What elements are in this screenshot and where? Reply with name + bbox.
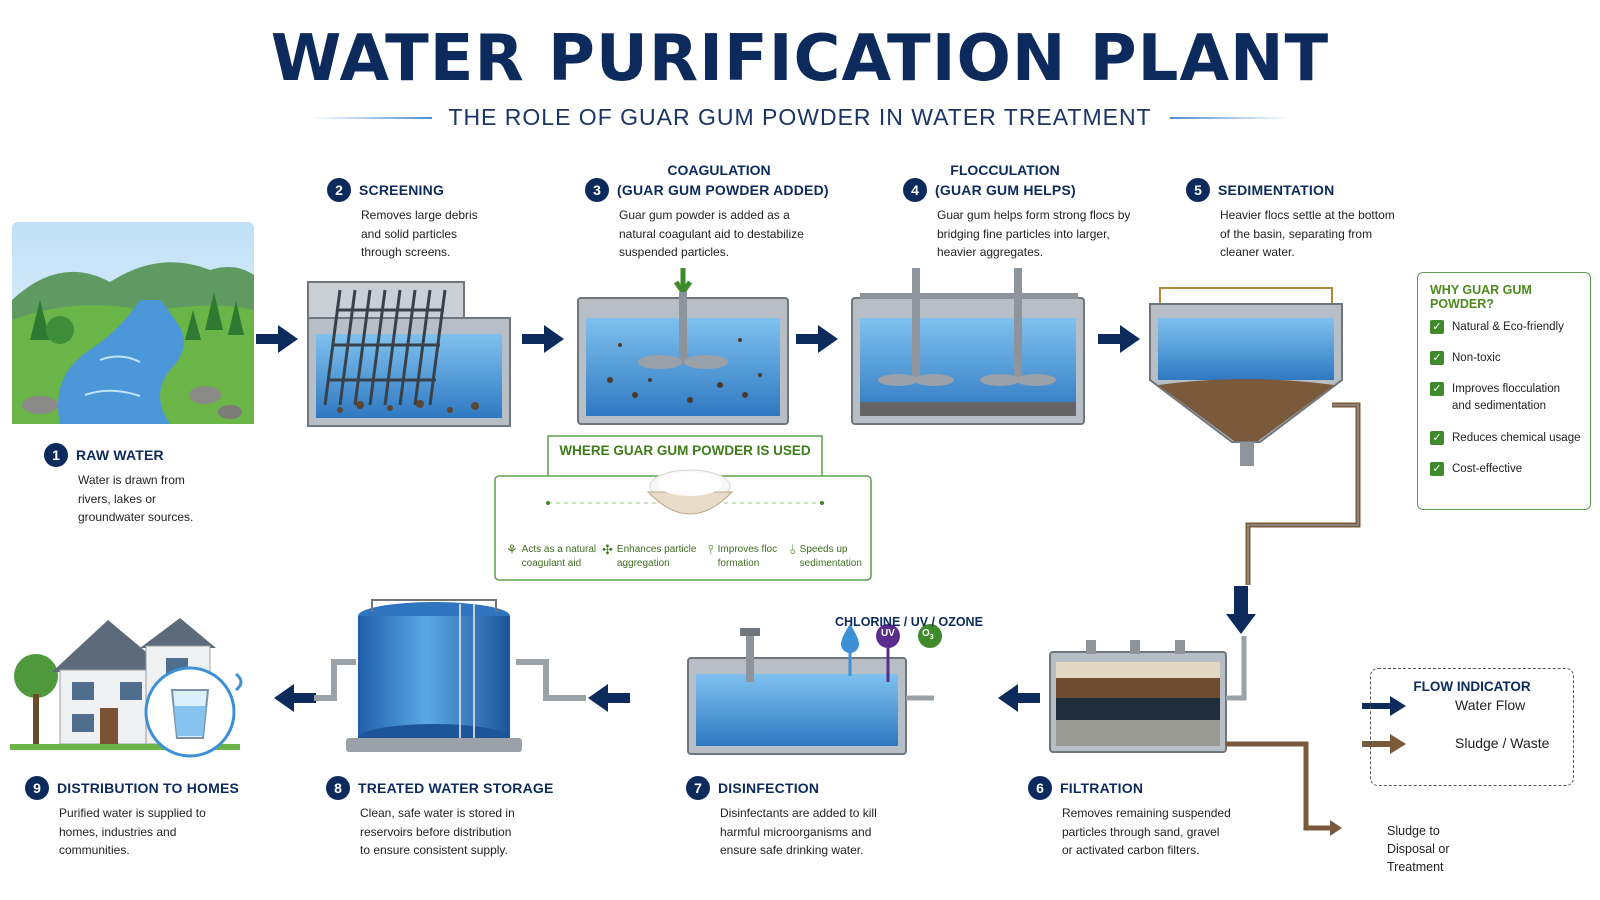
- step-flocculation: 4 (GUAR GUM HELPS): [903, 178, 1076, 202]
- check-icon: ✓: [1430, 382, 1444, 396]
- ozone-icon: O3: [922, 628, 934, 641]
- down-icon: ⫰: [790, 542, 796, 557]
- step-title: DISTRIBUTION TO HOMES: [57, 780, 240, 796]
- why-item: ✓Reduces chemical usage: [1430, 430, 1581, 447]
- step-coagulation: 3 (GUAR GUM POWDER ADDED): [585, 178, 829, 202]
- step-number: 7: [686, 776, 710, 800]
- step-filtration: 6 FILTRATION: [1028, 776, 1144, 800]
- check-icon: ✓: [1430, 431, 1444, 445]
- pin-icon: ⫯: [708, 542, 714, 557]
- filtration-tank: [1049, 636, 1342, 836]
- flow-arrows-bottom: [274, 684, 1040, 712]
- flow-legend-arrows: [1362, 696, 1406, 754]
- step-distribution: 9 DISTRIBUTION TO HOMES: [25, 776, 240, 800]
- subtitle-rule-left: [312, 117, 432, 119]
- step-storage: 8 TREATED WATER STORAGE: [326, 776, 554, 800]
- why-title: WHY GUAR GUM POWDER?: [1430, 283, 1532, 311]
- step-title: RAW WATER: [76, 447, 164, 463]
- step-title: SEDIMENTATION: [1218, 182, 1335, 198]
- step-number: 3: [585, 178, 609, 202]
- page-subtitle: THE ROLE OF GUAR GUM POWDER IN WATER TRE…: [448, 104, 1152, 130]
- flow-arrows-top: [256, 325, 1140, 353]
- step-title: (GUAR GUM POWDER ADDED): [617, 182, 829, 198]
- step-title: DISINFECTION: [718, 780, 820, 796]
- step-raw-water: 1 RAW WATER: [44, 443, 164, 467]
- why-item: ✓Cost-effective: [1430, 461, 1522, 478]
- check-icon: ✓: [1430, 320, 1444, 334]
- step-number: 4: [903, 178, 927, 202]
- flow-legend-title: FLOW INDICATOR: [1413, 679, 1531, 694]
- screening-tank: [307, 281, 511, 427]
- why-guar-gum-panel: WHY GUAR GUM POWDER? ✓Natural & Eco-frie…: [1417, 272, 1591, 510]
- step-number: 9: [25, 776, 49, 800]
- guar-gum-usage-title: WHERE GUAR GUM POWDER IS USED: [559, 443, 811, 458]
- sedimentation-tank: [1149, 287, 1361, 585]
- coagulation-tank: [577, 268, 789, 425]
- step-number: 8: [326, 776, 350, 800]
- uv-icon: UV: [881, 628, 895, 639]
- step-title: FILTRATION: [1060, 780, 1144, 796]
- legend-water-flow: Water Flow: [1455, 697, 1526, 713]
- river-landscape-image: [12, 222, 254, 424]
- flocculation-tank: [851, 268, 1085, 425]
- step-coagulation-title-top: COAGULATION: [667, 162, 771, 178]
- subtitle-rule-right: [1170, 117, 1290, 119]
- page-title: WATER PURIFICATION PLANT: [270, 22, 1330, 96]
- step-title: SCREENING: [359, 182, 445, 198]
- tree-icon: ⚘: [506, 542, 518, 557]
- house-illustration: [10, 618, 243, 758]
- disinfectant-label: CHLORINE / UV / OZONE: [835, 615, 983, 629]
- why-item: ✓Natural & Eco-friendly: [1430, 319, 1564, 336]
- step-title: TREATED WATER STORAGE: [358, 780, 554, 796]
- step-number: 6: [1028, 776, 1052, 800]
- step-screening: 2 SCREENING: [327, 178, 445, 202]
- step-flocculation-title-top: FLOCCULATION: [950, 162, 1060, 178]
- disinfection-tank: [687, 624, 942, 755]
- legend-sludge: Sludge / Waste: [1455, 735, 1550, 751]
- step-disinfection: 7 DISINFECTION: [686, 776, 820, 800]
- step-sedimentation: 5 SEDIMENTATION: [1186, 178, 1335, 202]
- step-number: 2: [327, 178, 351, 202]
- molecule-icon: ✣: [602, 542, 613, 557]
- step-number: 5: [1186, 178, 1210, 202]
- step-number: 1: [44, 443, 68, 467]
- step-title: (GUAR GUM HELPS): [935, 182, 1076, 198]
- storage-tank: [314, 599, 586, 752]
- check-icon: ✓: [1430, 462, 1444, 476]
- guar-gum-usage-box: [494, 435, 872, 581]
- why-item: ✓Non-toxic: [1430, 350, 1501, 367]
- check-icon: ✓: [1430, 351, 1444, 365]
- flow-indicator-legend: FLOW INDICATOR Water Flow Sludge / Waste: [1370, 668, 1574, 786]
